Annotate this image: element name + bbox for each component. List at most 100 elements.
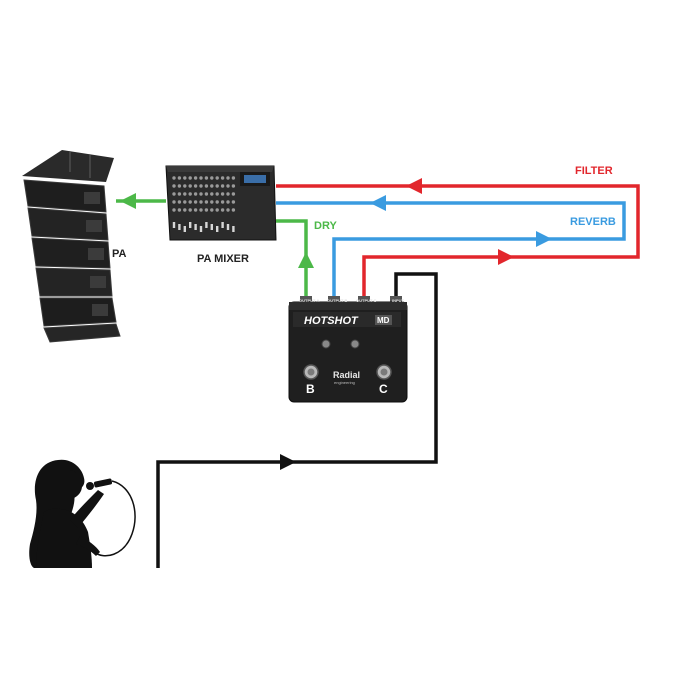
mixer-knob bbox=[188, 176, 192, 180]
mixer-knob bbox=[199, 200, 203, 204]
footswitch-c-label: C bbox=[379, 382, 388, 396]
mixer-knob bbox=[177, 200, 182, 204]
pedal-model-badge: MD bbox=[377, 316, 390, 325]
mixer-knob bbox=[204, 200, 209, 204]
footswitch-b-label: B bbox=[306, 382, 315, 396]
mixer-knob bbox=[231, 192, 236, 196]
mixer-knob bbox=[188, 200, 192, 204]
filter-label: FILTER bbox=[575, 165, 613, 177]
mixer-fader bbox=[210, 224, 213, 230]
mixer-knob bbox=[215, 200, 219, 204]
singer-silhouette-icon bbox=[29, 459, 113, 568]
mixer-knob bbox=[226, 192, 230, 196]
mixer-knob bbox=[215, 184, 219, 188]
mixer-knob bbox=[215, 192, 219, 196]
mixer-knob bbox=[215, 208, 219, 212]
mixer-knob bbox=[215, 176, 219, 180]
mic-arrow-icon bbox=[280, 454, 296, 470]
mixer-fader bbox=[199, 226, 203, 232]
pa-speaker-array-icon bbox=[22, 150, 121, 343]
mixer-knob bbox=[193, 200, 198, 204]
mixer-knob bbox=[199, 208, 203, 212]
mixer-fader bbox=[189, 222, 192, 228]
pa-label: PA bbox=[112, 248, 127, 260]
dry-signal-line bbox=[276, 219, 308, 300]
mixer-knob bbox=[172, 192, 176, 196]
mixer-knob bbox=[193, 184, 198, 188]
mixer-knob bbox=[220, 192, 225, 196]
jack-label-output-b: OUTPUT-B bbox=[327, 298, 348, 303]
mixer-knob bbox=[226, 200, 230, 204]
mixer-fader bbox=[172, 222, 176, 228]
mixer-fader bbox=[216, 226, 219, 232]
mixer-fader bbox=[226, 224, 230, 230]
mixer-fader bbox=[178, 224, 181, 230]
mixer-knob bbox=[177, 184, 182, 188]
mixer-fader bbox=[232, 226, 235, 232]
mixer-knob bbox=[231, 208, 236, 212]
mixer-knob bbox=[172, 184, 176, 188]
mixer-knob bbox=[220, 184, 225, 188]
dry-arrow-icon bbox=[298, 252, 314, 268]
mixer-knob bbox=[226, 176, 230, 180]
microphone-signal-line bbox=[156, 272, 438, 568]
mixer-knob bbox=[210, 176, 214, 180]
filter-arrow-icon bbox=[406, 178, 422, 194]
reverb-arrow-icon bbox=[370, 195, 386, 211]
mixer-knob bbox=[183, 192, 187, 196]
mixer-knob bbox=[183, 200, 187, 204]
pedal-brand-text: HOTSHOT bbox=[304, 315, 359, 327]
reverb-arrow-icon bbox=[536, 231, 552, 247]
jack-label-input: INPUT bbox=[392, 298, 405, 303]
mixer-knob bbox=[210, 200, 214, 204]
mixer-knob bbox=[204, 208, 209, 212]
mixer-knob bbox=[220, 200, 225, 204]
reverb-signal-line bbox=[276, 201, 626, 300]
mixer-fader bbox=[183, 226, 186, 232]
mixer-knob bbox=[210, 184, 214, 188]
mixer-fader bbox=[221, 222, 224, 228]
mixer-knob bbox=[172, 176, 176, 180]
mixer-knob bbox=[199, 184, 203, 188]
mixer-knob bbox=[183, 208, 187, 212]
mixer-knob bbox=[188, 192, 192, 196]
radial-logo-sub: engineering bbox=[334, 380, 355, 385]
mixer-knob bbox=[188, 208, 192, 212]
mixer-knob bbox=[193, 208, 198, 212]
mixer-knob bbox=[199, 176, 203, 180]
mixer-knob bbox=[193, 192, 198, 196]
mixer-knob bbox=[226, 208, 230, 212]
radial-logo: Radial bbox=[333, 370, 360, 380]
pa-mixer-icon bbox=[165, 165, 277, 241]
mixer-knob bbox=[193, 176, 198, 180]
mixer-knob bbox=[231, 184, 236, 188]
mixer-knob bbox=[199, 192, 203, 196]
filter-arrow-icon bbox=[498, 249, 514, 265]
mixer-knob bbox=[172, 208, 176, 212]
mixer-knob bbox=[172, 200, 176, 204]
mixer-knob bbox=[204, 176, 209, 180]
mixer-knob bbox=[220, 208, 225, 212]
jack-label-output-a: OUTPUT-A bbox=[299, 298, 320, 303]
mixer-knob bbox=[210, 192, 214, 196]
mixer-fader bbox=[194, 224, 197, 230]
hotshot-pedal: OUTPUT-A OUTPUT-B OUTPUT-C INPUT HOTSHOT… bbox=[288, 296, 408, 403]
mixer-knob bbox=[177, 176, 182, 180]
mixer-knob bbox=[177, 208, 182, 212]
mixer-knob bbox=[204, 184, 209, 188]
mixer-knob bbox=[210, 208, 214, 212]
mic-cable bbox=[93, 480, 136, 557]
jack-label-output-c: OUTPUT-C bbox=[356, 298, 377, 303]
mixer-knob bbox=[226, 184, 230, 188]
mixer-knob bbox=[183, 184, 187, 188]
mixer-knob bbox=[231, 200, 236, 204]
reverb-label: REVERB bbox=[570, 216, 616, 228]
pa-mixer-label: PA MIXER bbox=[197, 253, 249, 265]
mixer-knob bbox=[177, 192, 182, 196]
mixer-knob bbox=[188, 184, 192, 188]
mixer-knob bbox=[183, 176, 187, 180]
mixer-knob bbox=[231, 176, 236, 180]
dry-arrow-icon bbox=[120, 193, 136, 209]
dry-label: DRY bbox=[314, 220, 337, 232]
